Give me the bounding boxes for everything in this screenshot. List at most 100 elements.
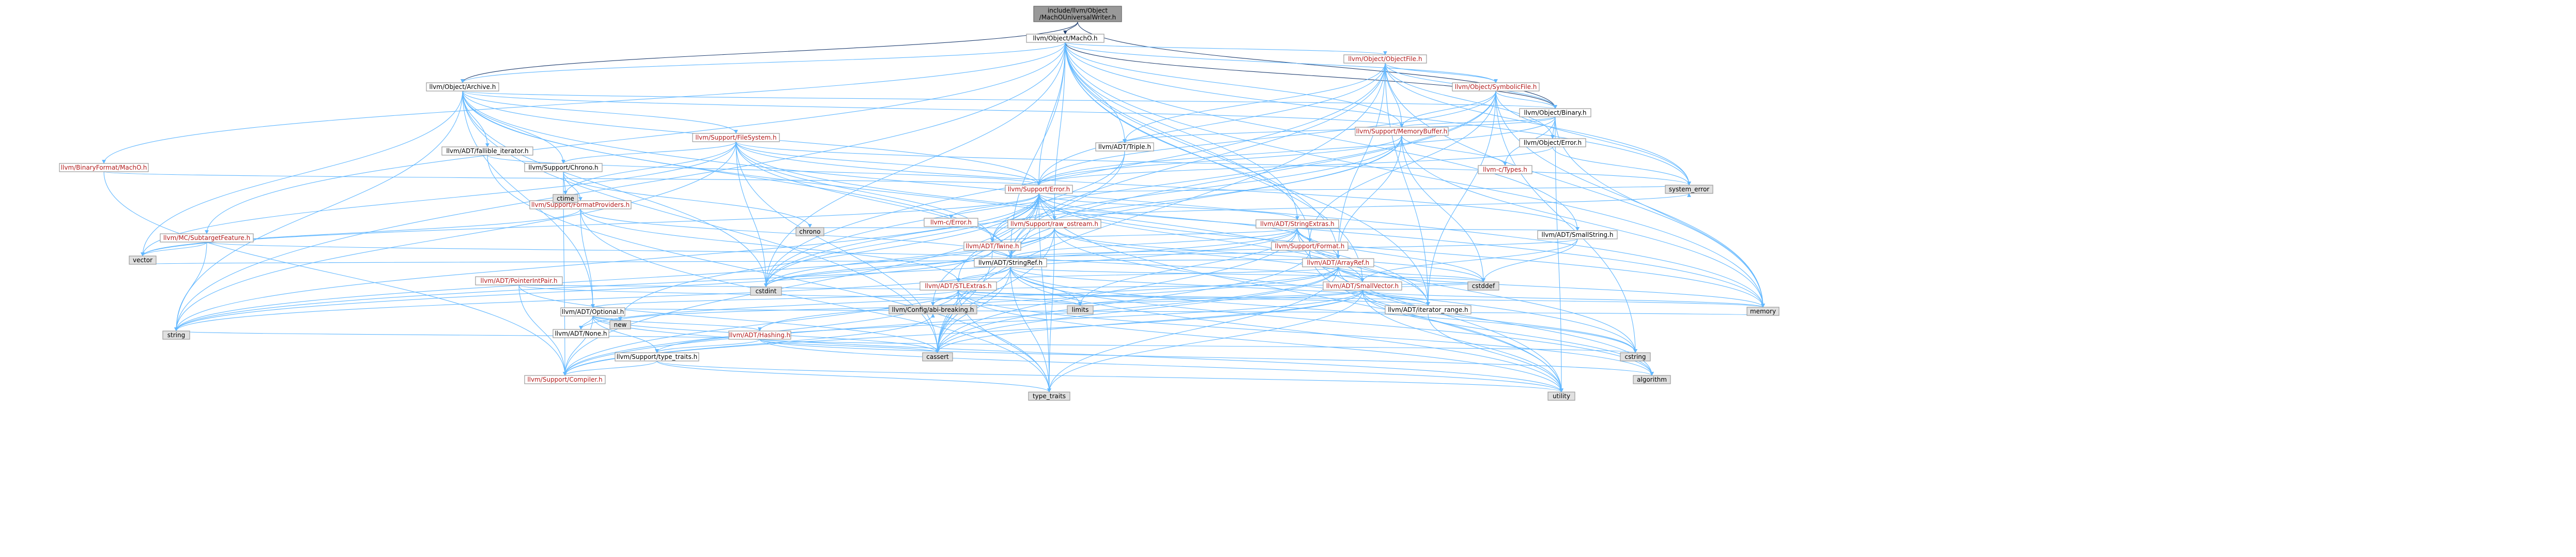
edge-symbolicfile-to-iteratorrange (1426, 91, 1496, 306)
node-label: chrono (799, 228, 820, 235)
node-label: llvm/ADT/Twine.h (965, 243, 1019, 250)
edge-stlextras-to-utility (958, 290, 1563, 393)
node-twine[interactable]: llvm/ADT/Twine.h (963, 242, 1021, 251)
node-chrono_h[interactable]: llvm/Support/Chrono.h (524, 163, 603, 172)
edge-macho-to-objectfile (1065, 42, 1387, 55)
node-box (1271, 242, 1348, 251)
node-archive[interactable]: llvm/Object/Archive.h (426, 82, 499, 92)
edge-objerror-to-error (1037, 146, 1553, 186)
edge-smallvector-to-compiler (563, 290, 1363, 376)
edge-macho-to-memory (1065, 42, 1765, 308)
edge-filesystem-to-chrono_h (561, 141, 737, 164)
node-box (475, 276, 563, 285)
edge-stringextras-to-cstdint (764, 228, 1298, 288)
edge-objectfile-to-system_error (1385, 63, 1691, 186)
node-label: llvm/ADT/SmallString.h (1542, 231, 1614, 238)
node-box (160, 233, 254, 243)
node-box (524, 163, 603, 172)
node-stringref[interactable]: llvm/ADT/StringRef.h (974, 258, 1047, 267)
node-iteratorrange[interactable]: llvm/ADT/iterator_range.h (1385, 305, 1471, 314)
node-error[interactable]: llvm/Support/Error.h (1005, 185, 1073, 194)
node-llvmerror[interactable]: llvm-c/Error.h (924, 218, 978, 227)
edge-filesystem-to-stringref (735, 141, 1013, 259)
edge-smallvector-to-cstring (1362, 290, 1637, 353)
node-box (795, 227, 824, 236)
node-fallible[interactable]: llvm/ADT/fallible_iterator.h (441, 146, 533, 156)
node-subtarget[interactable]: llvm/MC/SubtargetFeature.h (160, 233, 254, 243)
node-box (1633, 375, 1671, 384)
node-label: llvm-c/Types.h (1483, 166, 1527, 173)
edge-symbolicfile-to-format (1308, 91, 1496, 243)
node-compiler[interactable]: llvm/Support/Compiler.h (524, 375, 606, 384)
edge-stringextras-to-stringref (1008, 228, 1298, 259)
edge-stlextras-to-abibreaking (931, 290, 959, 306)
edge-hashing-to-cstring (759, 339, 1637, 353)
node-smallstring[interactable]: llvm/ADT/SmallString.h (1537, 230, 1618, 239)
edge-macho-to-iteratorrange (1065, 42, 1430, 306)
node-arrayref[interactable]: llvm/ADT/ArrayRef.h (1302, 258, 1374, 267)
node-box (560, 307, 625, 317)
node-format[interactable]: llvm/Support/Format.h (1271, 242, 1348, 251)
node-stringextras[interactable]: llvm/ADT/StringExtras.h (1255, 219, 1339, 229)
node-stlextras[interactable]: llvm/ADT/STLExtras.h (919, 281, 997, 291)
edge-objectfile-to-arrayref (1336, 63, 1386, 259)
node-box (1452, 82, 1540, 92)
edge-optional-to-memory (592, 307, 1764, 316)
edge-layer (102, 21, 1765, 393)
edge-format-to-arrayref (1309, 250, 1340, 259)
edge-stringref-to-string (174, 266, 1011, 332)
node-box (1547, 392, 1575, 401)
node-typetraits[interactable]: llvm/Support/type_traits.h (615, 352, 699, 362)
edge-fallible-to-type_traits (487, 155, 1051, 393)
node-smallvector[interactable]: llvm/ADT/SmallVector.h (1323, 281, 1402, 291)
node-triple[interactable]: llvm/ADT/Triple.h (1095, 142, 1154, 152)
node-optional[interactable]: llvm/ADT/Optional.h (560, 307, 625, 317)
node-objerror[interactable]: llvm/Object/Error.h (1519, 138, 1586, 147)
node-vector: vector (129, 255, 157, 265)
node-filesystem[interactable]: llvm/Support/FileSystem.h (692, 133, 780, 142)
edge-arrayref-to-compiler (563, 266, 1339, 376)
node-binaryformat[interactable]: llvm/BinaryFormat/MachO.h (59, 163, 149, 172)
node-label: new (614, 321, 627, 328)
node-symbolicfile[interactable]: llvm/Object/SymbolicFile.h (1452, 82, 1540, 92)
edge-stlextras-to-optional (591, 290, 959, 308)
edge-arrayref-to-vector (142, 258, 1339, 265)
edge-root-to-binary (1077, 21, 1557, 109)
node-fmtproviders[interactable]: llvm/Support/FormatProviders.h (529, 200, 632, 209)
edge-typetraits-to-compiler (563, 360, 657, 376)
node-hashing[interactable]: llvm/ADT/Hashing.h (728, 330, 791, 340)
node-memorybuffer[interactable]: llvm/Support/MemoryBuffer.h (1355, 127, 1449, 136)
edge-optional-to-utility (592, 315, 1563, 393)
node-limits: limits (1067, 305, 1094, 314)
node-label: llvm/ADT/StringExtras.h (1260, 220, 1334, 228)
node-label: llvm/ADT/Optional.h (562, 308, 624, 315)
node-binary[interactable]: llvm/Object/Binary.h (1519, 108, 1591, 117)
edge-macho-to-string (174, 42, 1066, 332)
edge-macho-to-triple (1065, 42, 1127, 143)
edge-stlextras-to-limits (958, 290, 1082, 306)
edge-memorybuffer-to-cstdint (764, 135, 1402, 288)
node-box (1385, 305, 1471, 314)
node-ctypes[interactable]: llvm-c/Types.h (1478, 165, 1532, 174)
edge-memorybuffer-to-arrayref (1336, 135, 1402, 259)
node-box (1095, 142, 1154, 152)
node-rawostream[interactable]: llvm/Support/raw_ostream.h (1007, 219, 1101, 229)
node-objectfile[interactable]: llvm/Object/ObjectFile.h (1343, 54, 1427, 64)
node-algorithm: algorithm (1633, 375, 1671, 384)
edge-macho-to-memorybuffer (1065, 42, 1404, 128)
node-box (426, 82, 499, 92)
edge-archive-to-cstdint (462, 91, 768, 288)
edge-twine-to-string (174, 250, 993, 332)
node-box (750, 287, 782, 296)
node-macho[interactable]: llvm/Object/MachO.h (1026, 34, 1105, 43)
node-box (1537, 230, 1618, 239)
edge-binary-to-error (1037, 116, 1556, 186)
edge-compiler-to-abibreaking (564, 313, 935, 376)
edge-pointerintpair-to-cstdint (518, 283, 768, 288)
node-pointerintpair[interactable]: llvm/ADT/PointerIntPair.h (475, 276, 563, 285)
node-box (728, 330, 791, 340)
node-none[interactable]: llvm/ADT/None.h (553, 329, 609, 338)
node-box (1255, 219, 1339, 229)
node-root[interactable]: include/llvm/Object/MachOUniversalWriter… (1033, 6, 1122, 22)
node-box (924, 218, 978, 227)
